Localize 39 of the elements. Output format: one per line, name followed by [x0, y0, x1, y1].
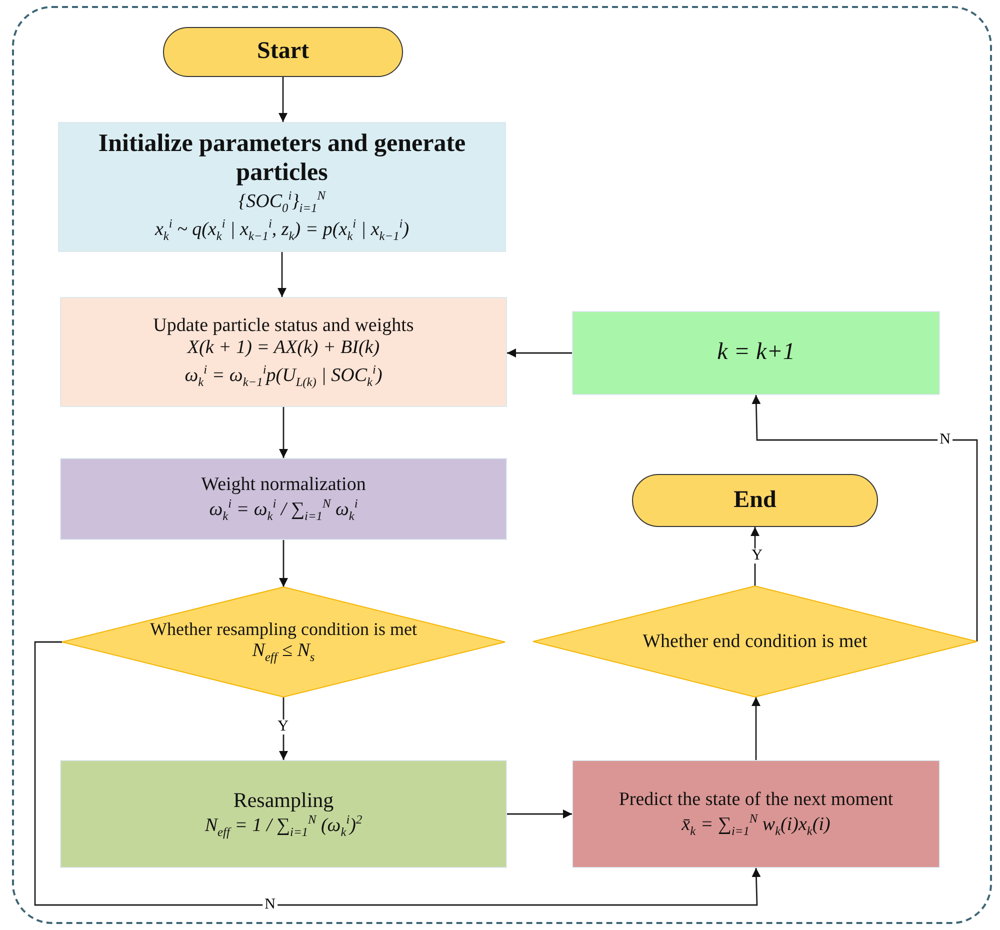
edge-label: Y	[276, 720, 290, 734]
node-title: Predict the state of the next moment	[618, 788, 894, 811]
arrow	[278, 77, 288, 122]
arrow	[279, 540, 288, 587]
arrow	[752, 394, 978, 642]
node-title: Start	[257, 38, 309, 66]
node-title: Weight normalization	[201, 474, 366, 496]
arrow	[752, 697, 760, 760]
process-box	[60, 297, 507, 407]
node-title: Initialize parameters and generate particles	[97, 130, 467, 188]
process-box	[572, 311, 940, 395]
node-title: Resampling	[233, 788, 334, 812]
formula: N$_{eff}$ = 1 / ∑$_{i=1}$$^{N}$ (ω$_{k}$$^{i}$)$^{2}$	[204, 812, 362, 840]
arrow	[507, 810, 572, 818]
process-box	[60, 458, 507, 540]
arrow	[279, 697, 288, 760]
node-title: Whether resampling condition is met	[150, 618, 417, 640]
edge-label: Y	[750, 548, 764, 564]
arrow	[750, 527, 760, 586]
node-title: End	[734, 486, 776, 514]
arrow	[279, 407, 288, 458]
node-title: Update particle status and weights	[153, 314, 414, 336]
formula: ω$_{k}$$^{i}$ = ω$_{k−1}$$^{i}$p(U$_{L(k)}$ | SOC$_{k}$$^{i}$)	[184, 361, 382, 390]
terminal-box	[632, 474, 878, 527]
formula: x̄$_{k}$ = ∑$_{i=1}$$^{N}$ w$_{k}$(i)x$_{k}$(i)	[682, 810, 830, 839]
process-box	[58, 122, 506, 252]
node-title: Whether end condition is met	[642, 630, 868, 652]
process-box	[60, 760, 507, 868]
arrow	[278, 252, 286, 297]
arrow	[507, 348, 572, 358]
terminal-box	[163, 27, 403, 77]
formula: x$_{k}$$^{i}$ ~ q(x$_{k}$$^{i}$ | x$_{k−1}$$^{i}$, z$_{k}$) = p(x$_{k}$$^{i}$ | x$_{k−1}$$^{i}$)	[154, 216, 410, 244]
decision-diamond	[533, 586, 977, 697]
formula: k = k+1	[717, 338, 795, 368]
process-box	[572, 760, 940, 868]
formula: X(k + 1) = AX(k) + BI(k)	[187, 336, 380, 360]
formula: N$_{eff}$ ≤ N$_{s}$	[252, 639, 315, 666]
decision-diamond	[62, 587, 505, 697]
arrow	[34, 641, 761, 906]
